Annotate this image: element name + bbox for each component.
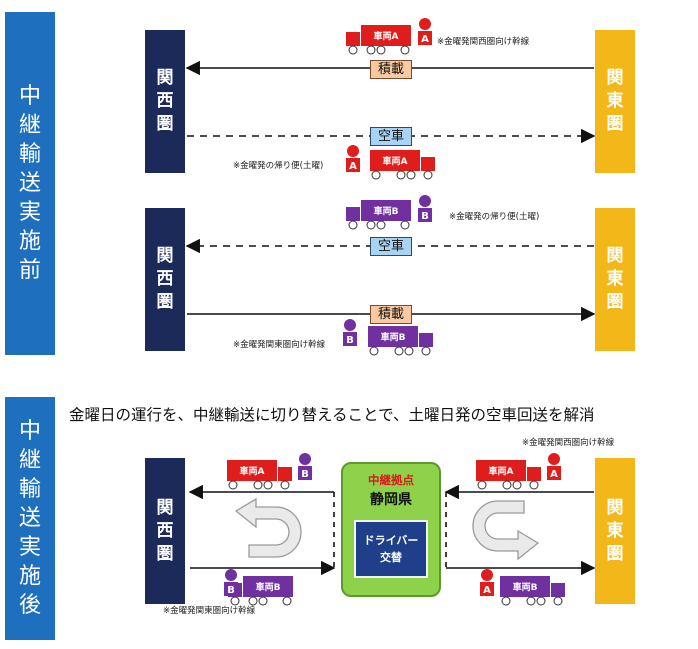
driver-icon: A <box>480 569 494 596</box>
empty-label: 空車 <box>370 237 412 256</box>
driver-label: B <box>301 469 309 480</box>
truck-icon: 車両B <box>500 576 565 606</box>
truck-label: 車両A <box>489 465 514 477</box>
driver-icon: B <box>224 569 238 596</box>
section-label-before: 中継輸送実施前 <box>5 12 55 355</box>
hub-location: 静岡県 <box>370 492 412 508</box>
note-return-saturday: ※金曜発の帰り便(土曜) <box>449 212 540 222</box>
driver-icon: B <box>418 195 432 222</box>
truck-label: 車両B <box>513 581 538 593</box>
u-turn-arrow-icon <box>472 500 540 561</box>
driver-icon: B <box>343 319 357 346</box>
region-kanto: 関東圏 <box>595 30 635 173</box>
truck-icon: 車両A <box>346 25 411 55</box>
note-kansai-trunk: ※金曜発関西圏向け幹線 <box>522 438 615 448</box>
driver-label: A <box>550 469 558 480</box>
loaded-label: 積載 <box>370 60 412 79</box>
region-kanto: 関東圏 <box>595 208 635 351</box>
u-turn-arrow-icon <box>234 497 302 558</box>
after-headline: 金曜日の運行を、中継輸送に切り替えることで、土曜日発の空車回送を解消 <box>69 406 595 424</box>
truck-label: 車両A <box>240 465 265 477</box>
loaded-label: 積載 <box>370 305 412 324</box>
driver-label: A <box>421 34 429 45</box>
note-return-saturday: ※金曜発の帰り便(土曜) <box>233 161 324 171</box>
driver-icon: A <box>346 145 360 172</box>
driver-label: B <box>421 211 429 222</box>
truck-icon: 車両B <box>368 326 433 356</box>
driver-icon: A <box>418 18 432 45</box>
section-label-after: 中継輸送実施後 <box>5 397 55 640</box>
note-kanto-trunk: ※金曜発関東圏向け幹線 <box>163 606 256 616</box>
region-kansai: 関西圏 <box>145 208 185 351</box>
region-kanto: 関東圏 <box>595 458 635 604</box>
truck-label: 車両B <box>256 581 281 593</box>
driver-label: B <box>346 335 354 346</box>
driver-swap-label: ドライバー <box>363 534 419 547</box>
note-kansai-trunk: ※金曜発関西圏向け幹線 <box>437 37 530 47</box>
driver-swap-box: ドライバー 交替 <box>354 520 428 578</box>
region-kansai: 関西圏 <box>145 30 185 173</box>
truck-icon: 車両A <box>476 460 541 490</box>
truck-label: 車両B <box>381 331 406 343</box>
region-kansai: 関西圏 <box>145 458 185 604</box>
driver-label: A <box>349 161 357 172</box>
driver-icon: A <box>547 453 561 480</box>
note-kanto-trunk: ※金曜発関東圏向け幹線 <box>233 340 326 350</box>
driver-label: B <box>227 585 235 596</box>
truck-label: 車両B <box>374 205 399 217</box>
truck-icon: 車両B <box>346 200 411 230</box>
hub-title: 中継拠点 <box>368 473 414 487</box>
truck-icon: 車両B <box>228 576 293 606</box>
relay-hub: 中継拠点 静岡県 ドライバー 交替 <box>341 462 441 597</box>
driver-swap-label: 交替 <box>380 551 402 564</box>
truck-label: 車両A <box>374 30 399 42</box>
empty-label: 空車 <box>370 127 412 146</box>
driver-label: A <box>483 585 491 596</box>
truck-icon: 車両A <box>227 460 292 490</box>
truck-icon: 車両A <box>370 150 435 180</box>
driver-icon: B <box>298 453 312 480</box>
truck-label: 車両A <box>383 155 408 167</box>
